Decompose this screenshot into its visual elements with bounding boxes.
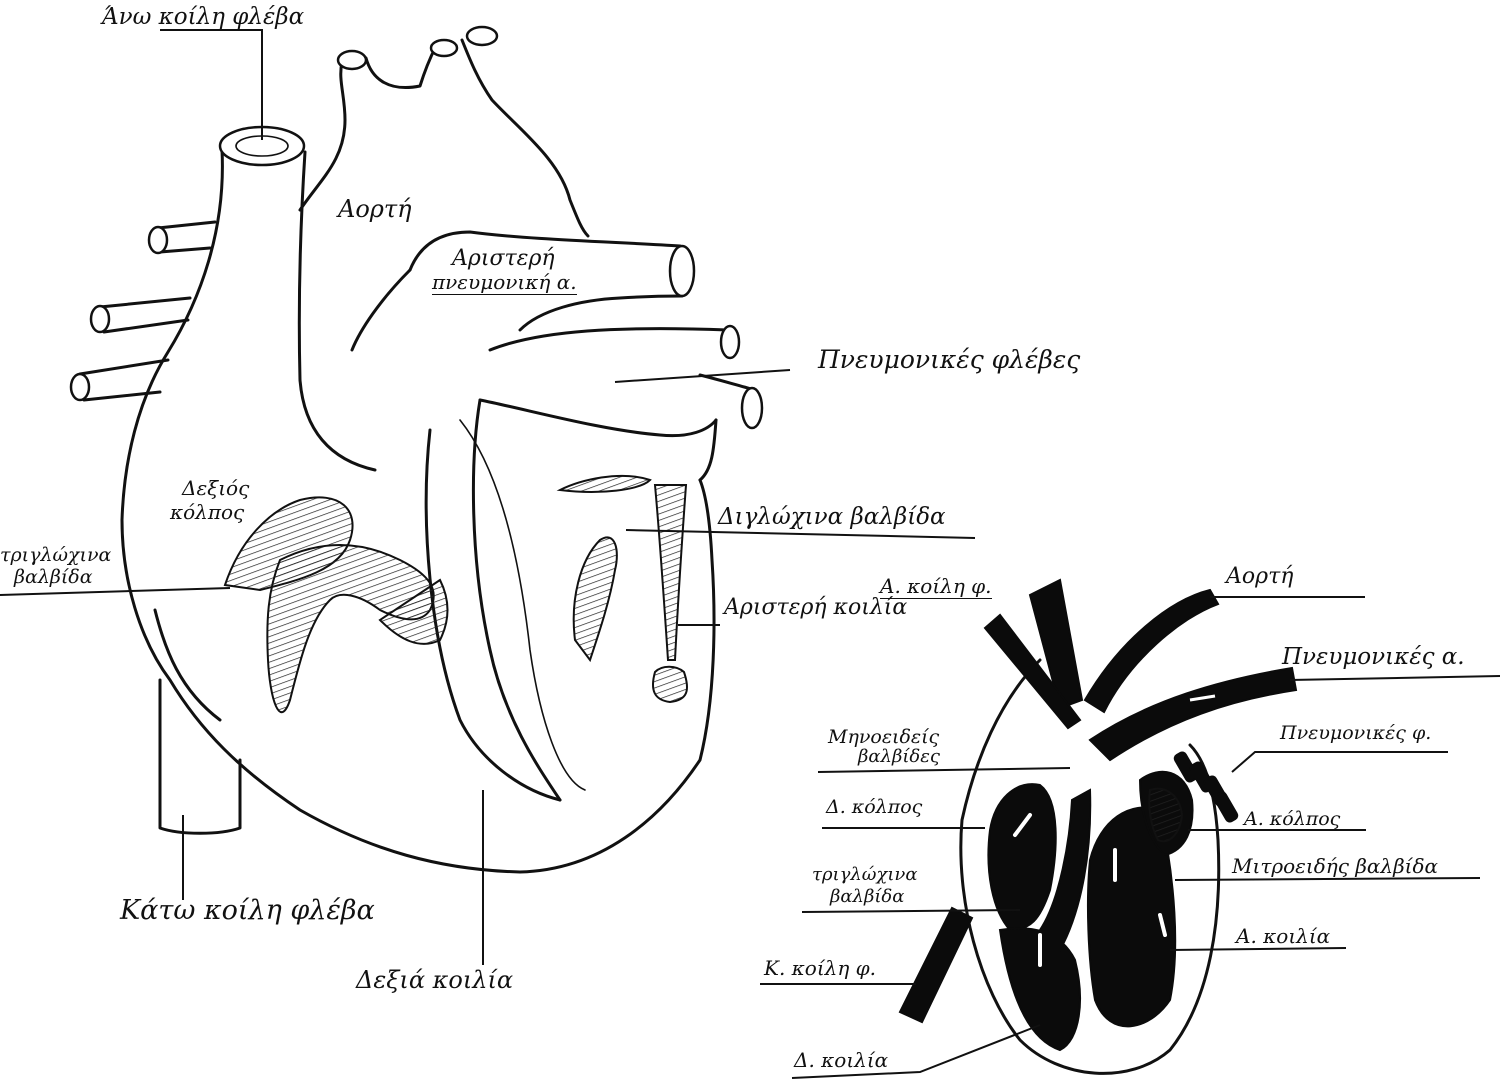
label-semilunar-valves-line2: βαλβίδες — [858, 748, 940, 766]
label-small-pulmonary-veins: Πνευμονικές φ. — [1280, 724, 1431, 743]
label-tricuspid-valve-line1: τριγλώχινα — [0, 546, 116, 565]
label-small-left-ventricle: Α. κοιλία — [1236, 926, 1330, 946]
label-small-right-ventricle: Δ. κοιλία — [794, 1050, 888, 1070]
label-small-mitral-valve: Μιτροειδής βαλβίδα — [1232, 856, 1438, 876]
label-mitral-valve: Διγλώχινα βαλβίδα — [718, 506, 946, 529]
superior-vena-cava — [122, 150, 222, 520]
small-right-atrium — [988, 784, 1055, 930]
large-heart — [0, 27, 975, 965]
aorta — [300, 62, 345, 210]
label-inferior-vena-cava: Κάτω κοίλη φλέβα — [120, 897, 375, 924]
heart-outline — [122, 480, 714, 872]
label-small-pulmonary-artery: Πνευμονικές α. — [1282, 646, 1465, 669]
label-small-left-atrium: Α. κόλπος — [1244, 810, 1340, 829]
label-left-pulmonary-artery-line1: Αριστερή — [452, 248, 555, 270]
label-small-right-atrium: Δ. κόλπος — [826, 798, 922, 817]
label-right-atrium-line1: Δεξιός — [182, 478, 249, 498]
label-small-superior-vena-cava: Α. κοίλη φ. — [880, 576, 992, 599]
label-right-ventricle: Δεξιά κοιλία — [356, 968, 513, 992]
label-small-inferior-vena-cava: Κ. κοίλη φ. — [764, 958, 876, 978]
label-left-pulmonary-artery-line2: πνευμονική α. — [432, 272, 577, 295]
label-semilunar-valves-line1: Μηνοειδείς — [828, 728, 939, 747]
label-superior-vena-cava: Άνω κοίλη φλέβα — [102, 6, 304, 29]
label-small-tricuspid-line1: τριγλώχινα — [812, 866, 918, 884]
label-pulmonary-veins: Πνευμονικές φλέβες — [818, 347, 1080, 372]
pulmonary-vein-stub-3 — [80, 360, 168, 400]
label-left-ventricle: Αριστερή κοιλία — [724, 597, 907, 619]
label-aorta: Αορτή — [338, 197, 412, 221]
label-tricuspid-valve-line2: βαλβίδα — [14, 568, 93, 587]
pulmonary-vein-stub-2 — [100, 298, 190, 332]
small-inferior-vena-cava — [900, 908, 972, 1022]
label-right-atrium-line2: κόλπος — [170, 502, 244, 522]
label-small-aorta: Αορτή — [1226, 566, 1293, 588]
mitral-valve — [560, 476, 650, 492]
label-small-tricuspid-line2: βαλβίδα — [830, 888, 904, 906]
